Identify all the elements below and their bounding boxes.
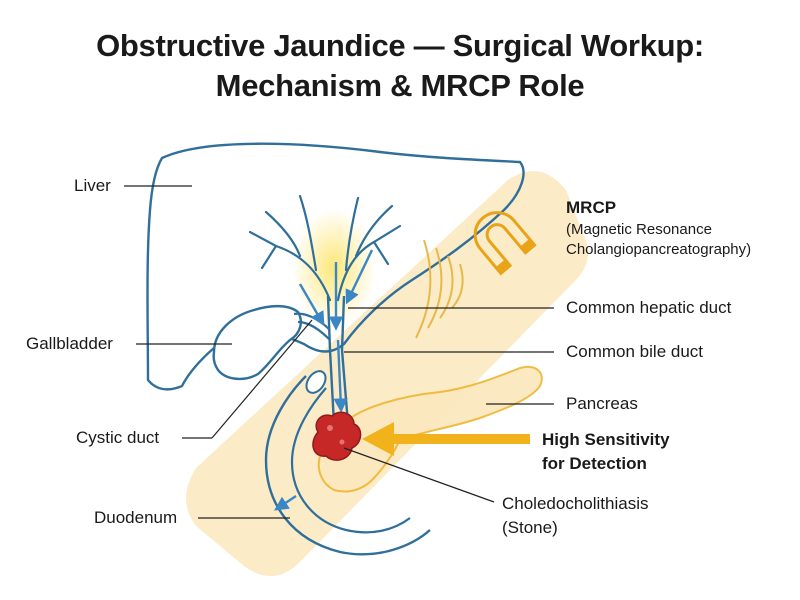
pancreas: [317, 366, 543, 493]
label-mrcp-title: MRCP: [566, 198, 617, 217]
label-detection-line2: for Detection: [542, 454, 647, 473]
stone-icon: [312, 411, 362, 461]
title-line-2: Mechanism & MRCP Role: [215, 68, 585, 103]
label-liver: Liver: [74, 176, 111, 195]
label-detection-line1: High Sensitivity: [542, 430, 670, 449]
duodenum-opening: [305, 370, 327, 394]
magnet-icon: [473, 211, 537, 276]
bile-flow-arrows: [274, 249, 374, 511]
gallbladder: [212, 304, 302, 381]
label-mrcp-line1: (Magnetic Resonance: [566, 221, 712, 238]
label-common-bile-duct: Common bile duct: [566, 342, 704, 361]
mrcp-scan-band: [186, 171, 588, 577]
duodenum-inner: [290, 387, 411, 534]
intrahepatic-ducts: [248, 194, 402, 302]
label-gallbladder: Gallbladder: [26, 334, 113, 353]
detection-arrow: [362, 422, 530, 456]
label-mrcp-line2: Cholangiopancreatography): [566, 241, 752, 258]
label-duodenum: Duodenum: [94, 508, 178, 527]
label-stone-line1: Choledocholithiasis: [502, 494, 649, 513]
signal-waves-icon: [415, 239, 464, 339]
label-cystic-duct: Cystic duct: [76, 428, 160, 447]
label-stone-line2: (Stone): [502, 518, 558, 537]
page-title: Obstructive Jaundice — Surgical Workup: …: [0, 26, 800, 106]
title-line-1: Obstructive Jaundice — Surgical Workup:: [96, 28, 704, 63]
liver: [146, 142, 525, 391]
leader-lines: [124, 185, 554, 519]
label-pancreas: Pancreas: [566, 394, 638, 413]
label-common-hepatic-duct: Common hepatic duct: [566, 298, 732, 317]
